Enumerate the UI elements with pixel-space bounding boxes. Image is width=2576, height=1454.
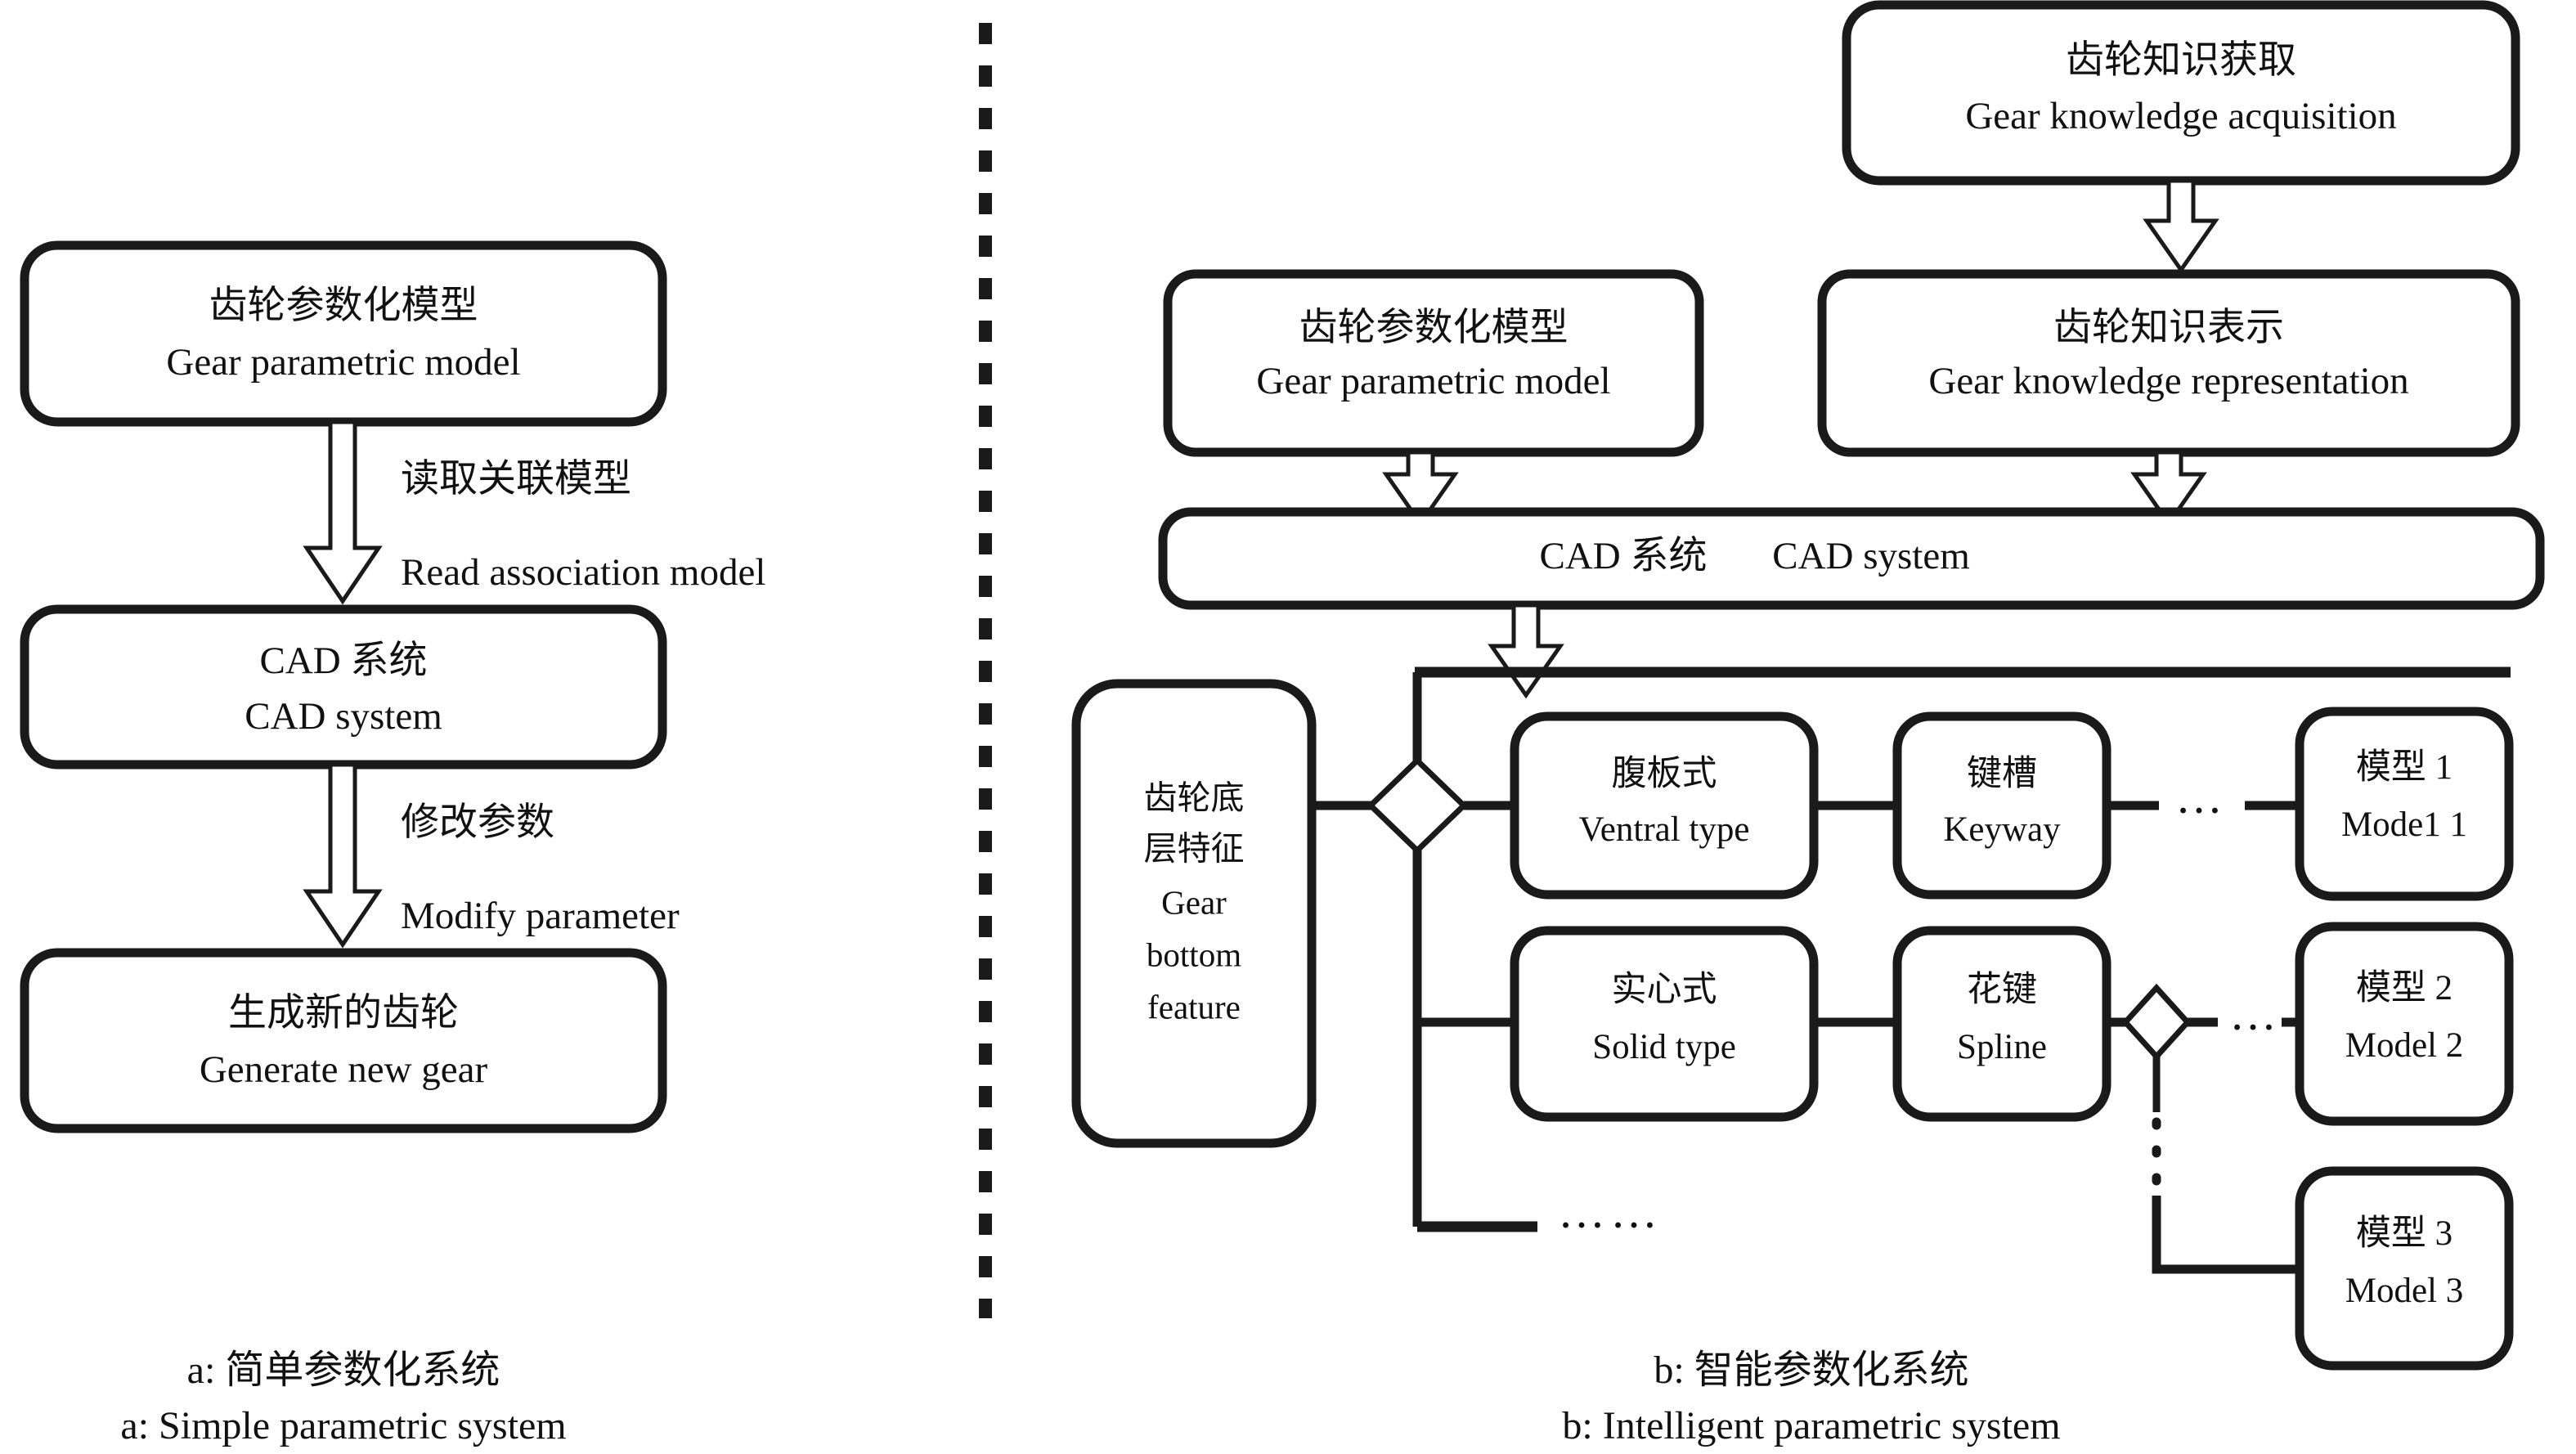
node-b-ventral-type-en: Ventral type — [1579, 810, 1750, 849]
caption-a-cn: a: 简单参数化系统 — [187, 1349, 500, 1392]
ellipsis-bottom-branch: …… — [1558, 1184, 1663, 1237]
node-b-keyway-cn: 键槽 — [1967, 755, 2037, 793]
node-b-gear-knowledge-acquisition[interactable]: 齿轮知识获取 Gear knowledge acquisition — [1842, 0, 2520, 186]
node-b-gear-parametric-model[interactable]: 齿轮参数化模型 Gear parametric model — [1163, 269, 1704, 457]
node-b-spline-en: Spline — [1957, 1028, 2047, 1066]
arrow-b-model-to-cad — [1382, 450, 1459, 527]
edge-label-a-read-association-en: Read association model — [401, 551, 765, 594]
node-b-cad-system-en: CAD system — [1772, 535, 1970, 577]
edge-elbow-to-model3 — [2152, 1196, 2300, 1274]
node-b-gear-parametric-model-cn: 齿轮参数化模型 — [1299, 307, 1568, 349]
edge-label-a-read-association-cn: 读取关联模型 — [401, 458, 631, 500]
node-a-cad-system[interactable]: CAD 系统 CAD system — [20, 604, 667, 770]
node-b-gear-bottom-feature-en-line1: Gear — [1161, 883, 1227, 921]
node-b-keyway[interactable]: 键槽 Keyway — [1892, 711, 2112, 900]
node-a-gear-parametric-model-cn: 齿轮参数化模型 — [209, 285, 478, 327]
node-b-cad-system-cn: CAD 系统 — [1540, 535, 1708, 577]
node-b-gear-bottom-feature-en-line3: feature — [1147, 988, 1241, 1025]
node-b-model-1[interactable]: 模型 1 Mode1 1 — [2295, 707, 2514, 901]
caption-a-en: a: Simple parametric system — [120, 1404, 566, 1447]
node-b-solid-type-cn: 实心式 — [1612, 970, 1717, 1009]
caption-b-en: b: Intelligent parametric system — [1562, 1404, 2060, 1447]
node-b-gear-parametric-model-en: Gear parametric model — [1256, 360, 1610, 402]
arrow-a-read-association — [303, 420, 383, 605]
node-a-generate-new-gear[interactable]: 生成新的齿轮 Generate new gear — [20, 948, 667, 1133]
ellipsis-row1: … — [2175, 770, 2228, 823]
edge-label-a-modify-parameter-cn: 修改参数 — [401, 801, 554, 844]
node-b-model-2[interactable]: 模型 2 Model 2 — [2295, 922, 2514, 1126]
node-b-solid-type[interactable]: 实心式 Solid type — [1510, 926, 1819, 1122]
node-b-model-3-en: Model 3 — [2345, 1272, 2464, 1310]
node-a-gear-parametric-model[interactable]: 齿轮参数化模型 Gear parametric model — [20, 240, 667, 427]
node-b-gear-knowledge-representation-cn: 齿轮知识表示 — [2053, 307, 2284, 349]
node-b-solid-type-en: Solid type — [1592, 1028, 1736, 1066]
arrow-a-modify-parameter — [303, 762, 383, 949]
node-b-model-3[interactable]: 模型 3 Model 3 — [2295, 1166, 2514, 1371]
branch-diamond-icon — [1366, 756, 1469, 855]
node-b-gear-bottom-feature-en-line2: bottom — [1147, 936, 1241, 973]
node-a-cad-system-en: CAD system — [245, 695, 442, 738]
ellipsis-row2: … — [2229, 986, 2282, 1039]
arrow-b-cad-to-tree — [1488, 603, 1564, 699]
edge-label-a-modify-parameter-en: Modify parameter — [401, 895, 680, 937]
node-b-model-3-cn: 模型 3 — [2356, 1214, 2453, 1253]
node-a-cad-system-cn: CAD 系统 — [260, 639, 428, 682]
node-b-gear-bottom-feature-cn-line1: 齿轮底 — [1144, 779, 1245, 816]
node-b-cad-system[interactable]: CAD 系统 CAD system — [1158, 507, 2545, 610]
node-b-model-1-cn: 模型 1 — [2356, 748, 2453, 787]
node-a-generate-new-gear-cn: 生成新的齿轮 — [228, 992, 459, 1034]
node-b-model-2-cn: 模型 2 — [2356, 969, 2453, 1007]
node-b-gear-bottom-feature-cn-line2: 层特征 — [1144, 829, 1245, 867]
node-b-spline-cn: 花键 — [1967, 971, 2037, 1009]
node-b-gear-knowledge-representation-en: Gear knowledge representation — [1928, 360, 2408, 402]
node-b-gear-knowledge-representation[interactable]: 齿轮知识表示 Gear knowledge representation — [1817, 269, 2520, 457]
small-branch-diamond-icon — [2121, 983, 2192, 1061]
node-a-gear-parametric-model-en: Gear parametric model — [166, 341, 520, 384]
node-a-generate-new-gear-en: Generate new gear — [200, 1048, 488, 1091]
node-b-model-2-en: Model 2 — [2345, 1026, 2464, 1065]
arrow-b-representation-to-cad — [2130, 450, 2207, 527]
node-b-ventral-type[interactable]: 腹板式 Ventral type — [1510, 711, 1819, 900]
node-b-ventral-type-cn: 腹板式 — [1612, 755, 1717, 793]
arrow-b-acquisition-to-representation — [2143, 178, 2219, 274]
node-b-gear-bottom-feature[interactable]: 齿轮底 层特征 Gear bottom feature — [1071, 679, 1317, 1148]
node-b-model-1-en: Mode1 1 — [2341, 806, 2467, 844]
node-b-spline[interactable]: 花键 Spline — [1892, 926, 2112, 1122]
node-b-gear-knowledge-acquisition-en: Gear knowledge acquisition — [1965, 95, 2396, 137]
node-b-keyway-en: Keyway — [1943, 810, 2061, 849]
caption-b-cn: b: 智能参数化系统 — [1654, 1349, 1968, 1392]
node-b-gear-knowledge-acquisition-cn: 齿轮知识获取 — [2066, 39, 2296, 82]
